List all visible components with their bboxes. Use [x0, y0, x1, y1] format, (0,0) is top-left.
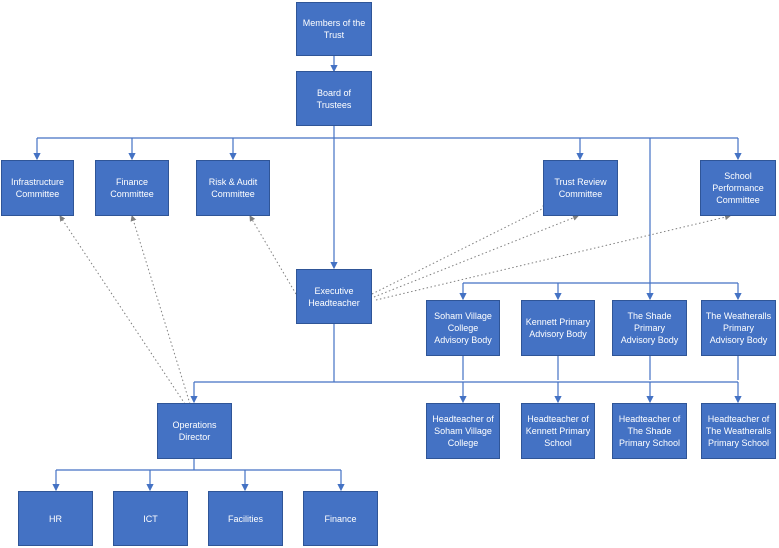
infrastructure-label: Infrastructure Committee	[10, 177, 65, 199]
soham-head-label: Headteacher of Soham Village College	[432, 414, 494, 448]
school-performance-committee-box[interactable]: School Performance Committee	[700, 160, 776, 216]
shade-advisory-label: The Shade Primary Advisory Body	[620, 311, 679, 345]
weatheralls-head-label: Headteacher of The Weatheralls Primary S…	[705, 414, 772, 448]
dotted-exec-to-trust-review-a	[371, 205, 549, 295]
soham-advisory-label: Soham Village College Advisory Body	[434, 311, 492, 345]
soham-headteacher-box[interactable]: Headteacher of Soham Village College	[426, 403, 500, 459]
weatheralls-advisory-label: The Weatheralls Primary Advisory Body	[705, 311, 772, 345]
weatheralls-advisory-body-box[interactable]: The Weatheralls Primary Advisory Body	[701, 300, 776, 356]
board-of-trustees-box[interactable]: Board of Trustees	[296, 71, 372, 126]
weatheralls-headteacher-box[interactable]: Headteacher of The Weatheralls Primary S…	[701, 403, 776, 459]
dotted-ops-to-finance-committee	[130, 215, 191, 405]
executive-label: Executive Headteacher	[308, 285, 360, 308]
trust-review-committee-box[interactable]: Trust Review Committee	[543, 160, 618, 216]
infrastructure-committee-box[interactable]: Infrastructure Committee	[1, 160, 74, 216]
members-label: Members of the Trust	[302, 18, 366, 40]
trust-review-label: Trust Review Committee	[554, 177, 607, 199]
kennett-advisory-label: Kennett Primary Advisory Body	[525, 317, 591, 339]
dotted-exec-to-trust-review-b	[373, 215, 579, 298]
finance-committee-box[interactable]: Finance Committee	[95, 160, 169, 216]
hr-label: HR	[49, 513, 62, 524]
risk-audit-committee-box[interactable]: Risk & Audit Committee	[196, 160, 270, 216]
kennett-advisory-body-box[interactable]: Kennett Primary Advisory Body	[521, 300, 595, 356]
executive-headteacher-box[interactable]: Executive Headteacher	[296, 269, 372, 324]
dotted-ops-to-infrastructure	[59, 215, 186, 405]
risk-audit-label: Risk & Audit Committee	[208, 177, 258, 199]
shade-advisory-body-box[interactable]: The Shade Primary Advisory Body	[612, 300, 687, 356]
kennett-headteacher-box[interactable]: Headteacher of Kennett Primary School	[521, 403, 595, 459]
facilities-box[interactable]: Facilities	[208, 491, 283, 546]
finance-committee-label: Finance Committee	[110, 177, 154, 199]
soham-advisory-body-box[interactable]: Soham Village College Advisory Body	[426, 300, 500, 356]
hr-box[interactable]: HR	[18, 491, 93, 546]
school-performance-label: School Performance Committee	[712, 171, 764, 205]
ict-label: ICT	[143, 513, 158, 524]
finance-dept-label: Finance	[324, 513, 357, 524]
finance-department-box[interactable]: Finance	[303, 491, 378, 546]
shade-headteacher-box[interactable]: Headteacher of The Shade Primary School	[612, 403, 687, 459]
dotted-exec-to-risk-audit	[249, 215, 297, 295]
shade-head-label: Headteacher of The Shade Primary School	[618, 414, 681, 448]
ict-box[interactable]: ICT	[113, 491, 188, 546]
dotted-exec-to-school-performance	[375, 214, 731, 301]
kennett-head-label: Headteacher of Kennett Primary School	[525, 414, 591, 448]
facilities-label: Facilities	[227, 513, 263, 524]
operations-director-box[interactable]: Operations Director	[157, 403, 232, 459]
operations-label: Operations Director	[172, 420, 217, 442]
board-label: Board of Trustees	[316, 87, 352, 110]
members-of-the-trust-box[interactable]: Members of the Trust	[296, 2, 372, 56]
